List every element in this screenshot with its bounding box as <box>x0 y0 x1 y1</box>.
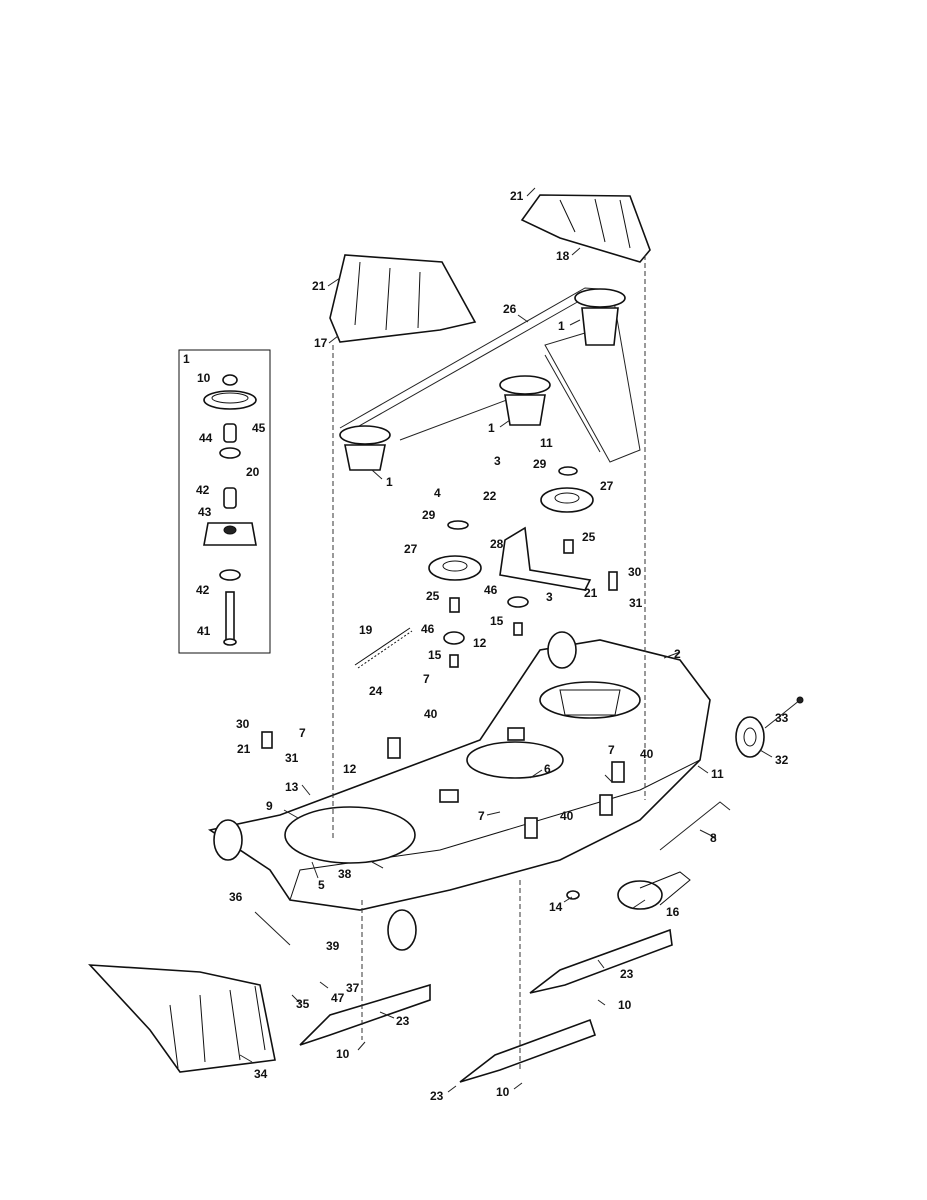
label-42-a: 42 <box>196 483 210 497</box>
label-32: 32 <box>775 753 789 767</box>
label-2: 2 <box>674 647 681 661</box>
label-31-left: 31 <box>285 751 299 765</box>
label-31-right: 31 <box>629 596 643 610</box>
label-21-right-spring: 21 <box>584 586 598 600</box>
label-5: 5 <box>318 878 325 892</box>
callout-labels: 1 10 45 44 20 42 43 42 41 21 17 21 18 26… <box>183 189 789 1103</box>
label-18: 18 <box>556 249 570 263</box>
label-7-right: 7 <box>608 743 615 757</box>
label-45: 45 <box>252 421 266 435</box>
blades <box>299 928 673 1083</box>
label-12-left: 12 <box>343 762 357 776</box>
deck-spring <box>354 627 413 669</box>
label-10-bottom: 10 <box>496 1085 510 1099</box>
label-7-left: 7 <box>299 726 306 740</box>
deck-housing <box>207 639 711 911</box>
spindle-inset <box>178 349 271 654</box>
label-34: 34 <box>254 1067 268 1081</box>
label-22: 22 <box>483 489 497 503</box>
label-15-right: 15 <box>490 614 504 628</box>
label-1-inset: 1 <box>183 352 190 366</box>
label-21-left-spring: 21 <box>237 742 251 756</box>
label-25-left: 25 <box>426 589 440 603</box>
label-46-left: 46 <box>421 622 435 636</box>
label-44: 44 <box>199 431 213 445</box>
discharge-chute <box>88 964 276 1073</box>
label-3-top: 3 <box>494 454 501 468</box>
callout-leaders <box>239 187 773 1093</box>
alignment-lines <box>332 255 646 1070</box>
label-27-right: 27 <box>600 479 614 493</box>
label-42-b: 42 <box>196 583 210 597</box>
label-43: 43 <box>198 505 212 519</box>
label-24: 24 <box>369 684 383 698</box>
gauge-wheels <box>213 631 804 951</box>
label-23-bottom: 23 <box>430 1089 444 1103</box>
label-13: 13 <box>285 780 299 794</box>
label-8: 8 <box>710 831 717 845</box>
label-4: 4 <box>434 486 441 500</box>
label-23-left: 23 <box>396 1014 410 1028</box>
label-26: 26 <box>503 302 517 316</box>
label-19: 19 <box>359 623 373 637</box>
label-10-inset: 10 <box>197 371 211 385</box>
label-14: 14 <box>549 900 563 914</box>
label-10-left: 10 <box>336 1047 350 1061</box>
misc-parts <box>254 727 731 946</box>
label-1-left-spindle: 1 <box>386 475 393 489</box>
label-10-right: 10 <box>618 998 632 1012</box>
label-41: 41 <box>197 624 211 638</box>
label-35: 35 <box>296 997 310 1011</box>
deck-belt <box>339 287 641 463</box>
label-23-right: 23 <box>620 967 634 981</box>
label-47: 47 <box>331 991 345 1005</box>
label-46-right: 46 <box>484 583 498 597</box>
label-30-left: 30 <box>236 717 250 731</box>
label-11-top: 11 <box>540 436 553 450</box>
label-36: 36 <box>229 890 243 904</box>
belt-cover-left <box>329 254 477 343</box>
label-21-right-cover: 21 <box>510 189 524 203</box>
label-21-left-cover: 21 <box>312 279 326 293</box>
spindle-pulleys <box>339 288 626 471</box>
label-28: 28 <box>490 537 504 551</box>
label-9: 9 <box>266 799 273 813</box>
label-37: 37 <box>346 981 360 995</box>
label-29-left: 29 <box>422 508 436 522</box>
label-40-bottom: 40 <box>560 809 574 823</box>
label-27-left: 27 <box>404 542 418 556</box>
label-16: 16 <box>666 905 680 919</box>
label-40-top: 40 <box>424 707 438 721</box>
label-29-right: 29 <box>533 457 547 471</box>
label-11-right: 11 <box>711 767 724 781</box>
label-1-center-spindle: 1 <box>488 421 495 435</box>
label-3-bottom: 3 <box>546 590 553 604</box>
label-7-top: 7 <box>423 672 430 686</box>
label-17: 17 <box>314 336 328 350</box>
label-15-left: 15 <box>428 648 442 662</box>
idler-pulleys <box>261 466 618 749</box>
label-30-right: 30 <box>628 565 642 579</box>
label-25-right: 25 <box>582 530 596 544</box>
belt-cover-right <box>520 194 651 263</box>
label-20: 20 <box>246 465 260 479</box>
label-39: 39 <box>326 939 340 953</box>
label-40-right: 40 <box>640 747 654 761</box>
label-6: 6 <box>544 762 551 776</box>
label-38: 38 <box>338 867 352 881</box>
label-1-right-spindle: 1 <box>558 319 565 333</box>
label-12-top: 12 <box>473 636 487 650</box>
label-7-bottom: 7 <box>478 809 485 823</box>
label-33: 33 <box>775 711 789 725</box>
